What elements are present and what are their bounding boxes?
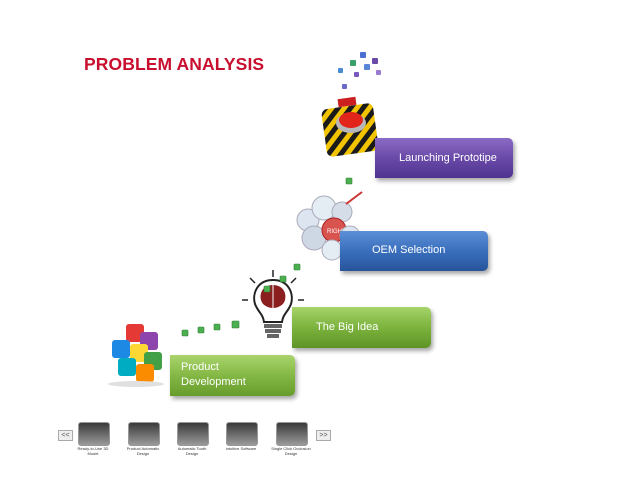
svg-text:RIGHT: RIGHT [327, 229, 346, 235]
step-product-development: Product Development [170, 355, 295, 396]
thumbnail[interactable] [226, 422, 258, 446]
thumbnail[interactable] [177, 422, 209, 446]
step-big-idea: The Big Idea [292, 307, 431, 348]
step-label: Launching Prototipe [399, 152, 497, 164]
page-title: PROBLEM ANALYSIS [84, 54, 265, 74]
step-oem-selection: OEM Selection [340, 231, 488, 271]
launch-button-icon [321, 96, 379, 157]
lightbulb-brain-icon [242, 270, 304, 338]
thumbnail-prev-button[interactable]: << [58, 430, 73, 441]
step-label: The Big Idea [316, 321, 379, 333]
step-launching-prototype: Launching Prototipe [375, 138, 513, 178]
thumbnail-next-button[interactable]: >> [316, 430, 331, 441]
thumbnail-caption: Ready-to-Use 3D Model [77, 446, 109, 456]
floating-cubes-icon [338, 52, 381, 89]
step-label: OEM Selection [372, 244, 446, 256]
step-label-line1: Product [181, 361, 219, 373]
thumbnail[interactable] [128, 422, 160, 446]
thumbnail-caption: Product Automatic Design [126, 446, 160, 456]
thumbnail-caption: intuitive Software [225, 446, 257, 451]
step-label-line2: Development [181, 376, 246, 388]
thumbnail-caption: Automatic Tooth Design [177, 446, 207, 456]
thumbnail-caption: Single Click Occlusion Design [271, 446, 311, 456]
puzzle-pieces-icon [108, 324, 164, 387]
thumbnail[interactable] [276, 422, 308, 446]
connector-dots-icon [181, 177, 353, 337]
thumbnail[interactable] [78, 422, 110, 446]
